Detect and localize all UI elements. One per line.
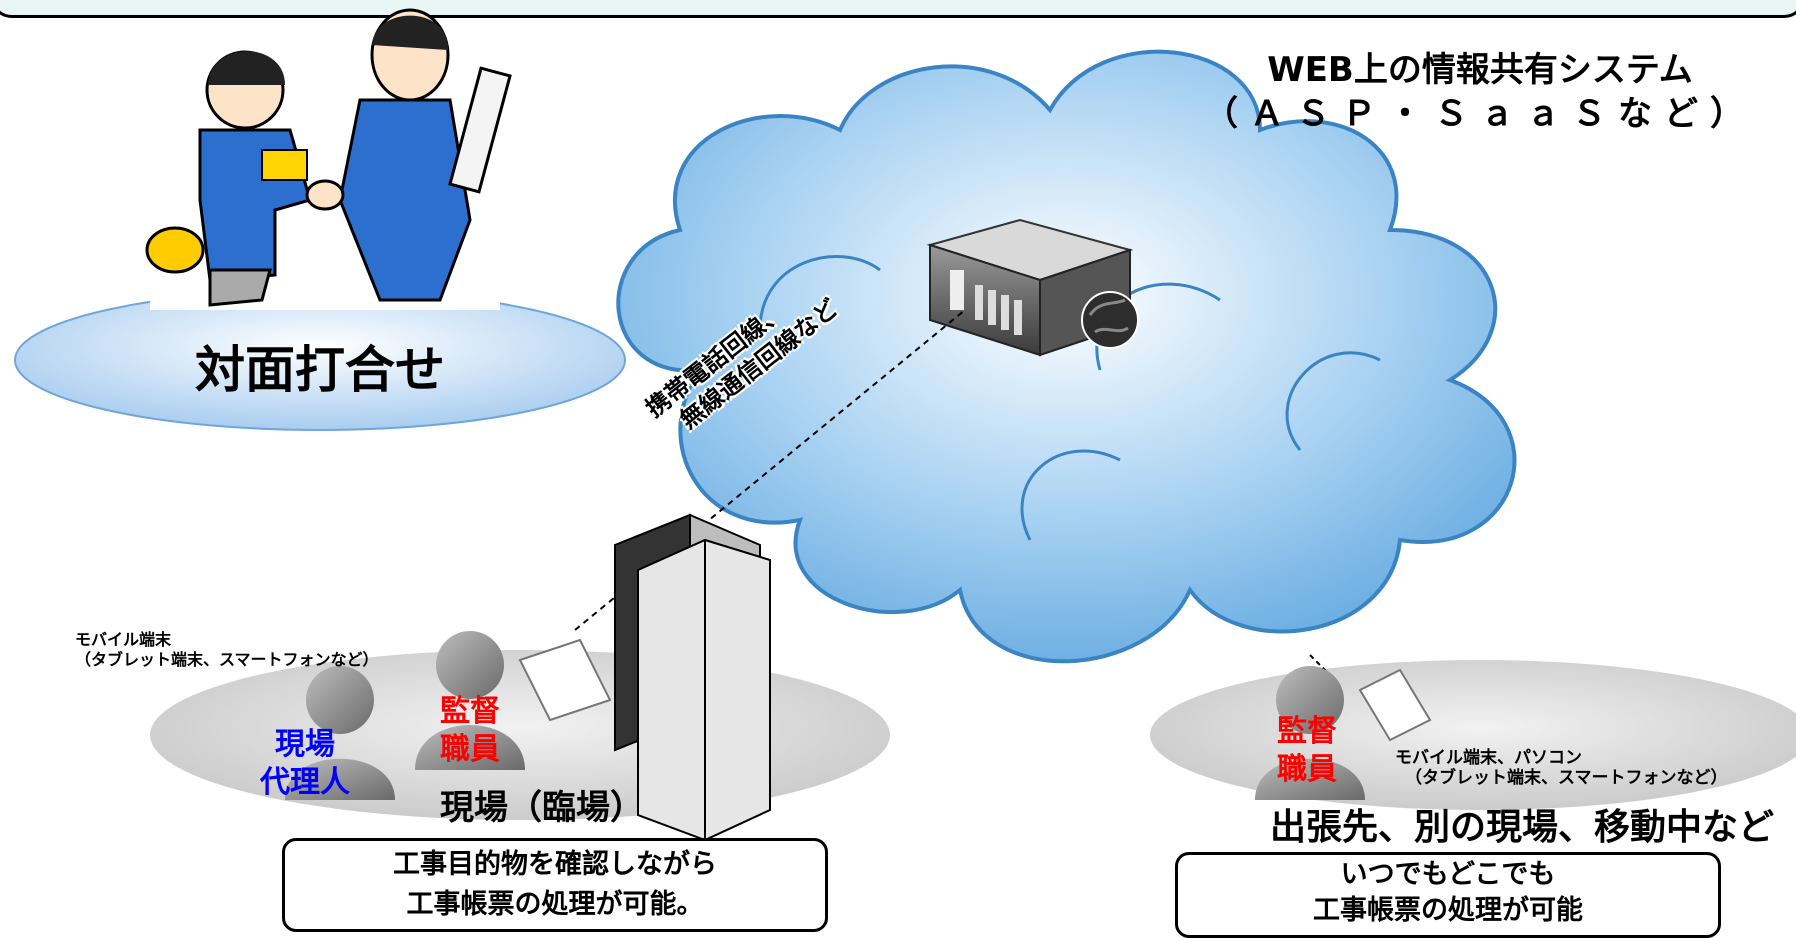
tablet-icon xyxy=(1358,668,1432,742)
remote-note: いつでもどこでも 工事帳票の処理が可能 xyxy=(1175,852,1721,938)
site-device-label: モバイル端末 （タブレット端末、スマートフォンなど） xyxy=(75,630,379,670)
site-note: 工事目的物を確認しながら 工事帳票の処理が可能。 xyxy=(282,838,828,932)
cloud-title-line1: WEB上の情報共有システム xyxy=(1267,50,1693,90)
site-agent-role: 現場 代理人 xyxy=(255,726,355,802)
remote-device-line2: （タブレット端末、スマートフォンなど） xyxy=(1405,768,1728,788)
tablet-icon xyxy=(518,638,612,722)
cloud-title-line2: （ＡＳＰ・ＳａａＳなど） xyxy=(1204,94,1756,134)
remote-inspector-line1: 監督 xyxy=(1277,714,1337,749)
structure-icon xyxy=(614,513,771,842)
server-icon xyxy=(926,218,1139,357)
cloud-icon xyxy=(616,49,1517,664)
site-inspector-line2: 職員 xyxy=(440,732,500,767)
meeting-label: 対面打合せ xyxy=(195,341,445,399)
remote-note-line2: 工事帳票の処理が可能 xyxy=(1313,895,1583,926)
person-icon xyxy=(1255,666,1365,800)
remote-device-line1: モバイル端末、パソコン xyxy=(1395,748,1582,768)
site-inspector-line1: 監督 xyxy=(440,694,500,729)
remote-inspector-line2: 職員 xyxy=(1277,752,1337,787)
remote-note-line1: いつでもどこでも xyxy=(1340,859,1556,890)
site-agent-role-line2: 代理人 xyxy=(260,765,350,800)
remote-device-label: モバイル端末、パソコン （タブレット端末、スマートフォンなど） xyxy=(1395,748,1728,788)
site-note-line2: 工事帳票の処理が可能。 xyxy=(406,889,704,920)
site-note-line1: 工事目的物を確認しながら xyxy=(393,849,717,880)
person-icon xyxy=(415,631,525,770)
site-device-line1: モバイル端末 xyxy=(75,630,172,649)
cloud-title: WEB上の情報共有システム （ＡＳＰ・ＳａａＳなど） xyxy=(1200,48,1760,136)
connection-line xyxy=(574,309,966,631)
handshake-illustration xyxy=(145,8,512,310)
site-device-line2: （タブレット端末、スマートフォンなど） xyxy=(75,650,379,669)
site-inspector-role: 監督 職員 xyxy=(430,693,510,769)
site-label: 現場（臨場） xyxy=(440,788,644,828)
remote-label: 出張先、別の現場、移動中など xyxy=(1270,807,1775,848)
remote-inspector-role: 監督 職員 xyxy=(1262,713,1352,789)
site-agent-role-line1: 現場 xyxy=(275,727,335,762)
top-banner xyxy=(0,0,1796,18)
person-icon xyxy=(285,666,395,800)
